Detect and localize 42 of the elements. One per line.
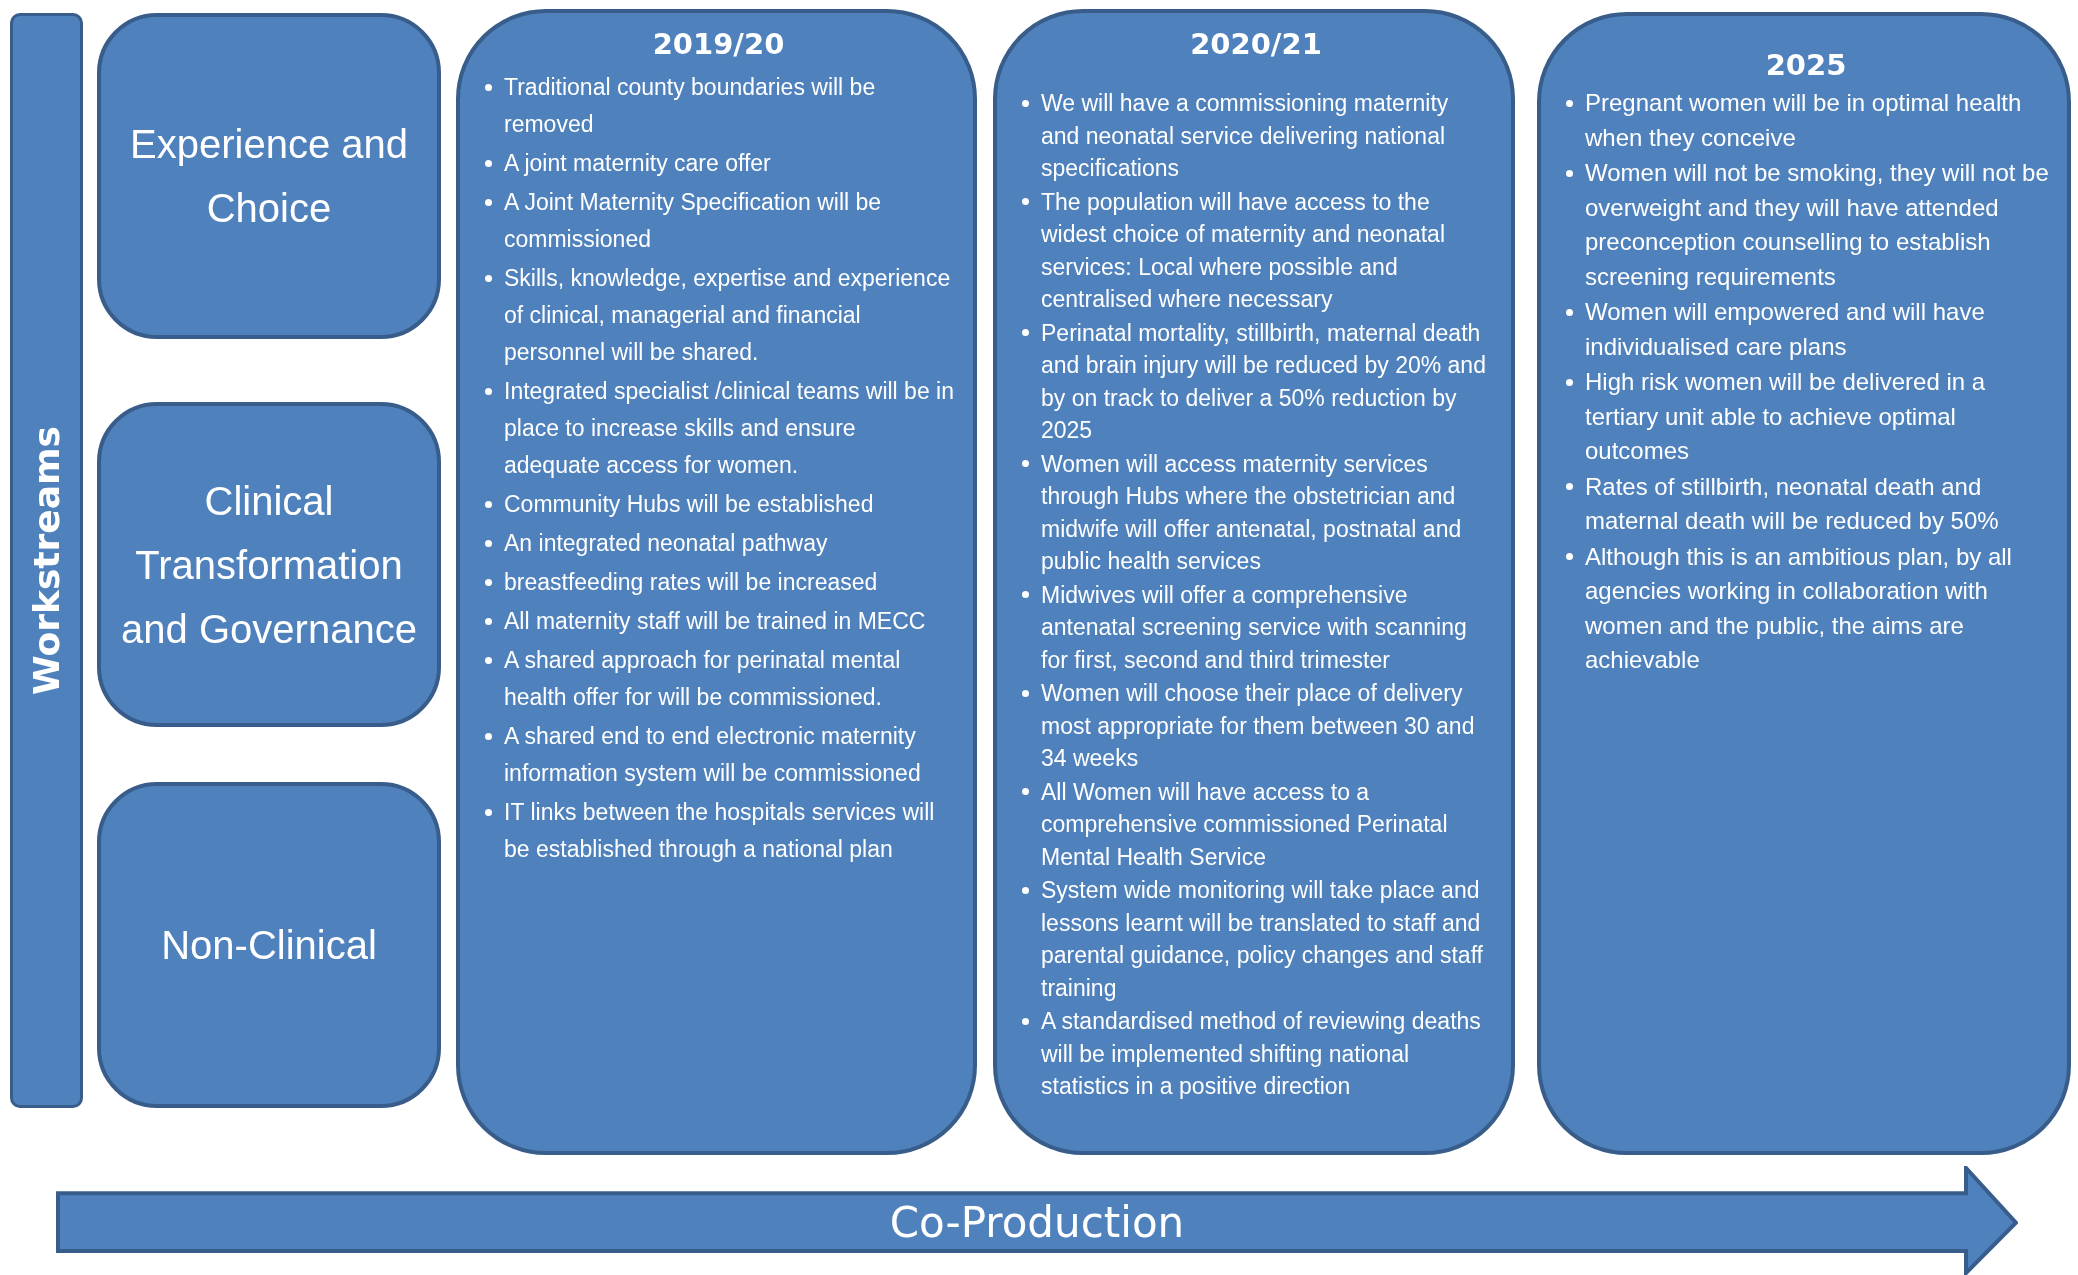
bullet-text: Skills, knowledge, expertise and experience of clinical, managerial and financial personnel will be shared. (504, 265, 951, 365)
bullet-text: High risk women will be delivered in a tertiary unit able to achieve optimal outcomes (1585, 368, 1986, 464)
bullet-text: Integrated specialist /clinical teams will be in place to increase skills and ensure adequate access for women. (504, 378, 954, 478)
bullet-text: The population will have access to the widest choice of maternity and neonatal services: Local where possible and centralised where necessary (1041, 188, 1446, 312)
bullet-text: Community Hubs will be established (504, 491, 874, 517)
bullet-text: Women will choose their place of delivery most appropriate for them between 30 and 34 weeks (1041, 680, 1475, 771)
bullet-text: Perinatal mortality, stillbirth, maternal death and brain injury will be reduced by 20% and by on track to deliver a 50% reduction by 2025 (1041, 319, 1486, 443)
bullet-text: Pregnant women will be in optimal health when they conceive (1585, 89, 2022, 151)
bullet-text: Although this is an ambitious plan, by all agencies working in collaboration with women and the public, the aims are achievable (1585, 542, 2012, 673)
bullet-text: A shared approach for perinatal mental health offer for will be commissioned. (504, 647, 901, 710)
bullet-text: An integrated neonatal pathway (504, 530, 828, 556)
bullet-text: Women will access maternity services through Hubs where the obstetrician and midwife will offer antenatal, postnatal and public health services (1041, 450, 1462, 574)
bullet-text: A joint maternity care offer (504, 150, 771, 176)
bullet-text: A Joint Maternity Specification will be commissioned (504, 189, 882, 252)
bullet-text: A shared end to end electronic maternity information system will be commissioned (504, 723, 921, 786)
arrow-label: Co-Production (889, 1197, 1185, 1247)
rounded-box (97, 402, 441, 727)
box-label: Experience and Choice (129, 121, 409, 232)
bullet-text: Women will empowered and will have individualised care plans (1585, 298, 1985, 360)
bullet-text: A standardised method of reviewing deaths will be implemented shifting national statistics in a positive direction (1041, 1008, 1481, 1099)
rounded-box (97, 782, 441, 1108)
bullet-text: All maternity staff will be trained in MECC (504, 608, 926, 634)
panel-heading: 2019/20 (651, 27, 786, 61)
box-label: Non-Clinical (161, 922, 377, 969)
vertical-band (10, 13, 83, 1108)
bullet-text: breastfeeding rates will be increased (504, 569, 878, 595)
bullet-text: Midwives will offer a comprehensive antenatal screening service with scanning for first, second and third trimester (1041, 581, 1467, 673)
bullet-text: IT links between the hospitals services will be established through a national plan (504, 799, 935, 862)
bullet-text: We will have a commissioning maternity and neonatal service delivering national specifications (1041, 90, 1449, 181)
box-label: Clinical Transformation and Governance (120, 477, 418, 653)
bullet-text: Women will not be smoking, they will not be overweight and they will have attended preconception counselling to establish screening requirements (1585, 159, 2049, 290)
bullet-text: System wide monitoring will take place and lessons learnt will be translated to staff and parental guidance, policy changes and staff training (1041, 877, 1483, 1001)
panel-heading: 2025 (1764, 48, 1848, 82)
panel-heading: 2020/21 (1189, 27, 1323, 61)
bullet-text: Traditional county boundaries will be removed (504, 74, 876, 137)
rounded-panel (993, 9, 1515, 1155)
bullet-text: Rates of stillbirth, neonatal death and maternal death will be reduced by 50% (1585, 472, 1999, 534)
rounded-box (97, 13, 441, 339)
band-label: Workstreams (26, 426, 67, 695)
rounded-panel (456, 9, 977, 1155)
bullet-text: All Women will have access to a comprehensive commissioned Perinatal Mental Health Service (1041, 778, 1448, 870)
rounded-panel (1537, 12, 2071, 1155)
